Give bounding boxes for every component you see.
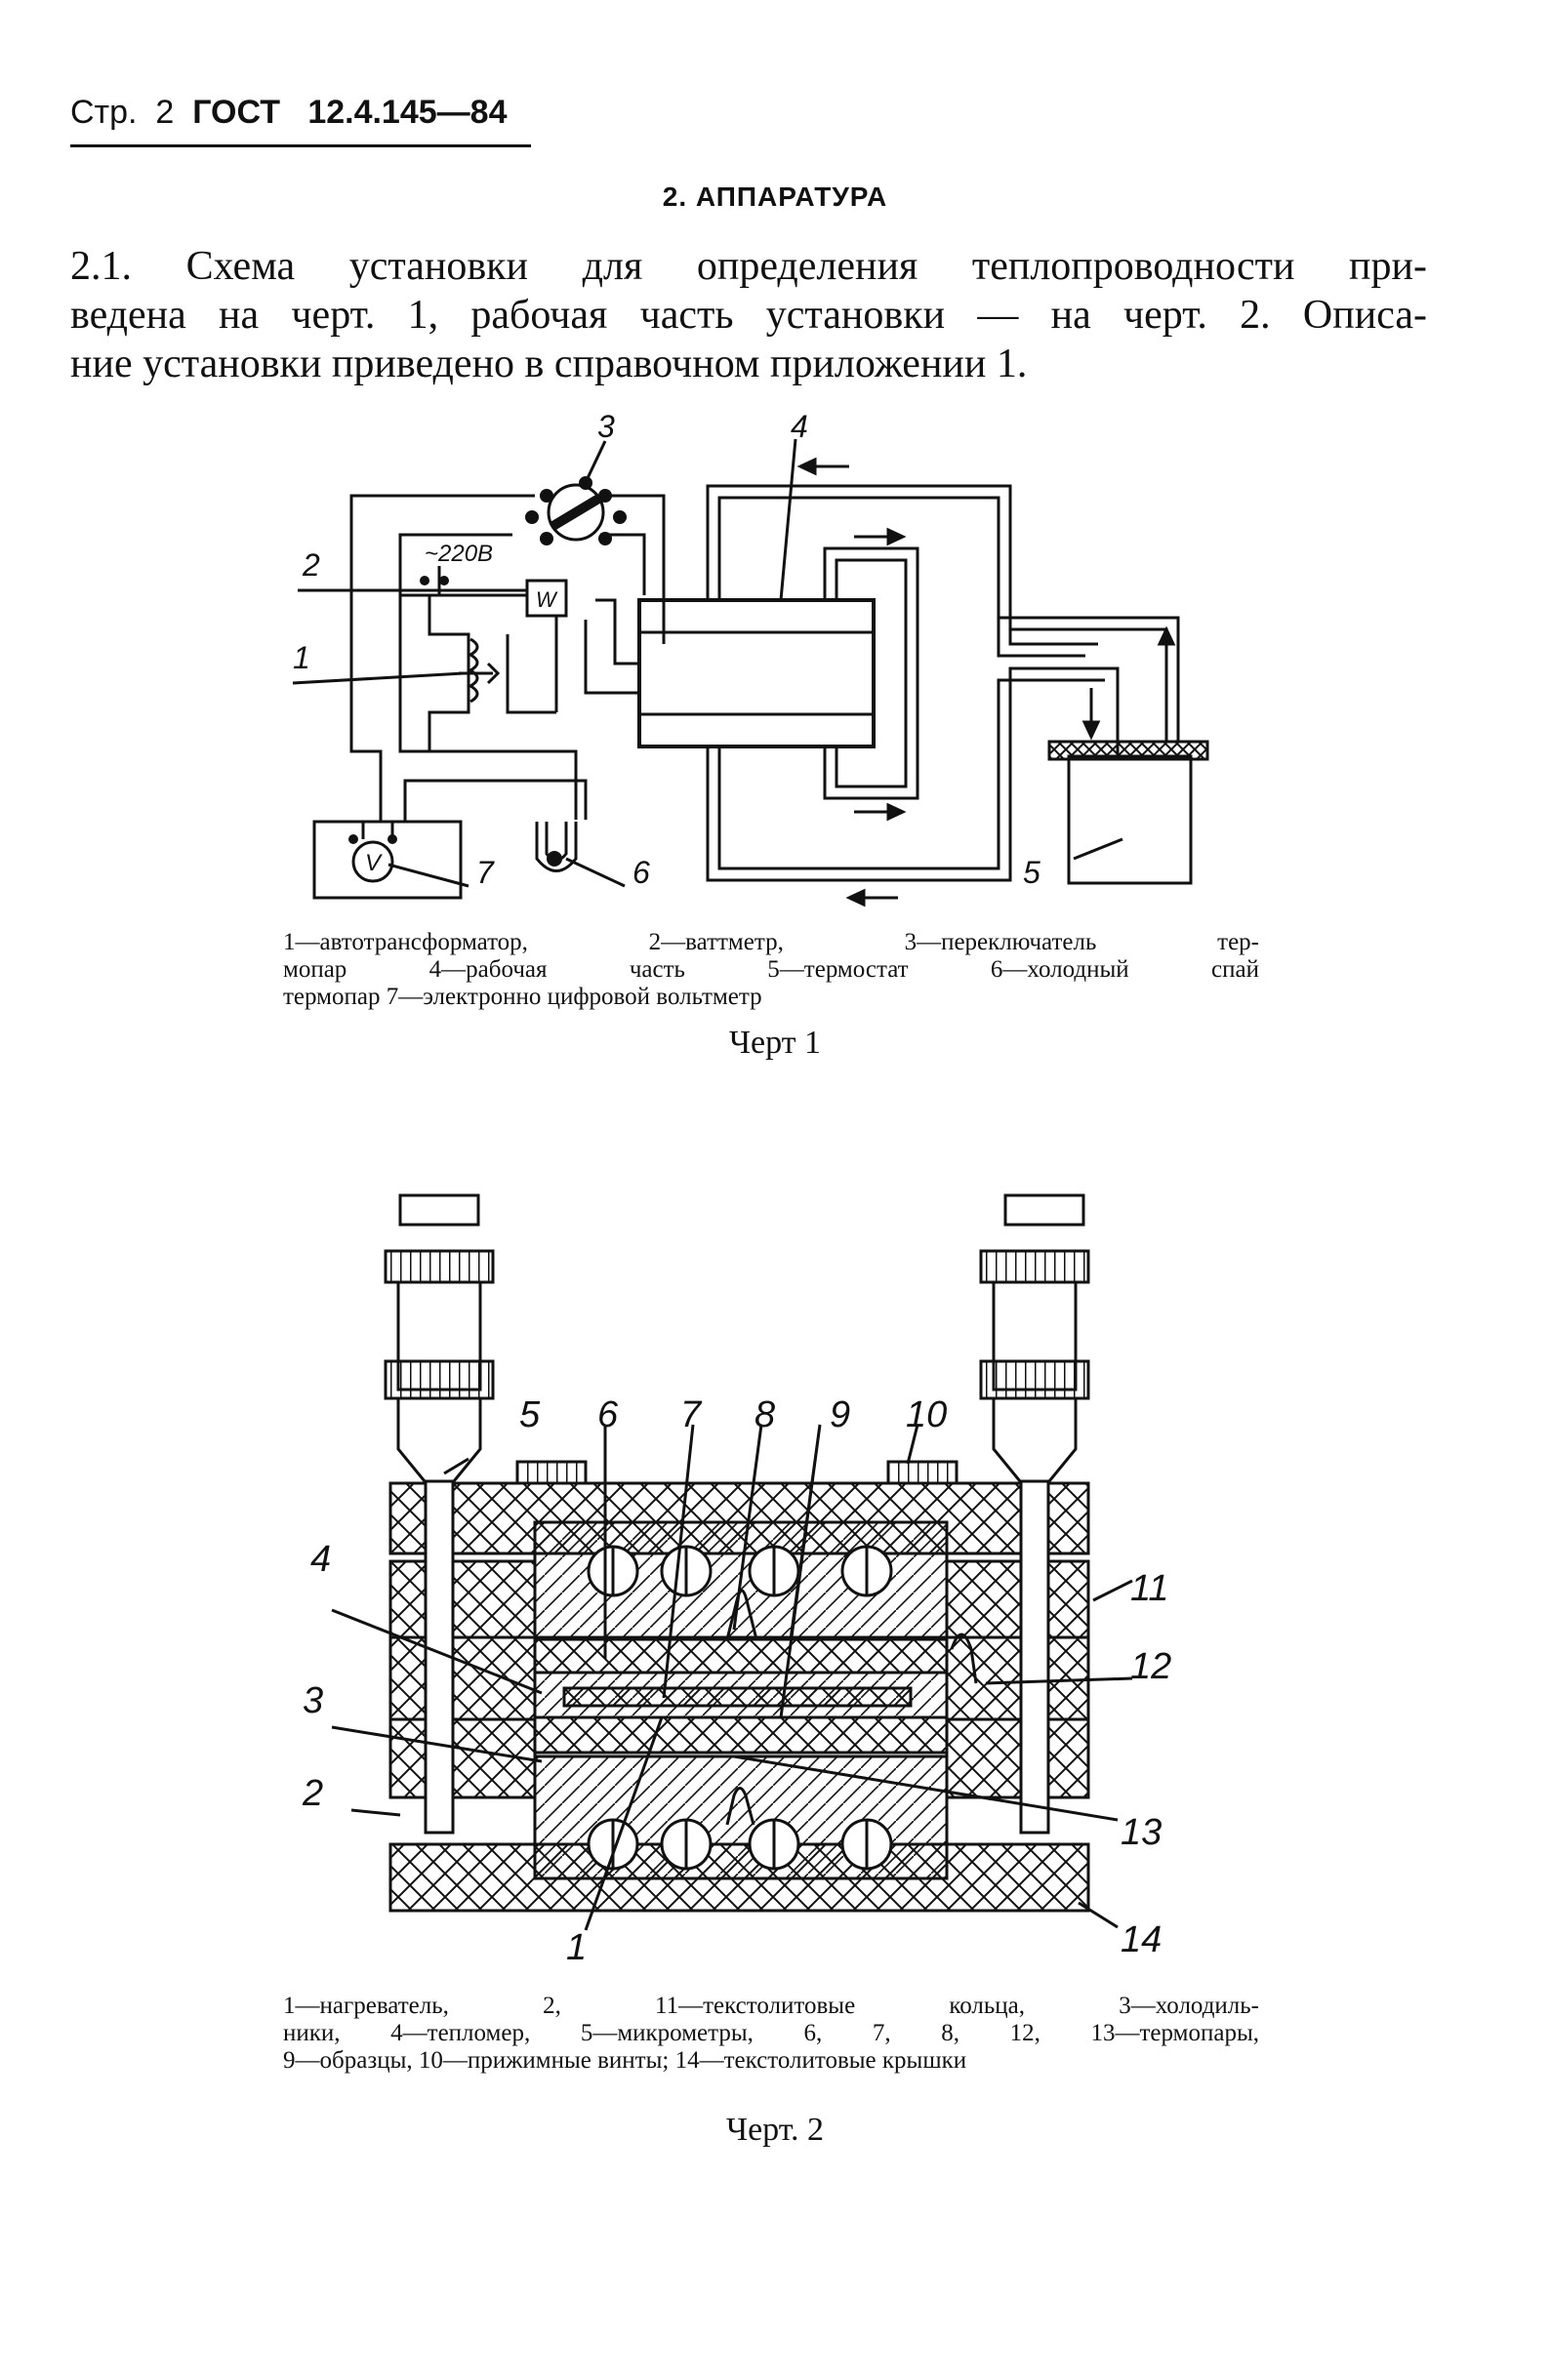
fig2-label-10: 10 [906,1394,947,1435]
fig1-label-4: 4 [791,409,808,444]
fig2-label-12: 12 [1130,1646,1171,1687]
caption-line: термопар 7—электронно цифровой вольтметр [283,984,762,1010]
fig2-label-9: 9 [830,1394,850,1435]
fig2-label-5: 5 [519,1394,541,1435]
fig2-label-2: 2 [302,1773,323,1814]
voltmeter-symbol: V [365,850,383,876]
voltage-label: ~220В [425,541,493,567]
left-micrometer [384,1193,495,1483]
caption-line: 1—автотрансформатор, 2—ваттметр, 3—перек… [283,929,1259,955]
caption-line: ники, 4—тепломер, 5—микрометры, 6, 7, 8,… [283,2020,1259,2046]
page-prefix: Стр. [70,94,138,131]
fig2-label-7: 7 [680,1394,703,1435]
fig2-label-8: 8 [755,1394,775,1435]
paragraph-line: ведена на черт. 1, рабочая часть установ… [70,293,1427,338]
fig1-label-7: 7 [476,855,495,890]
fig2-label-1: 1 [566,1927,587,1968]
fig2-label-13: 13 [1121,1812,1162,1853]
fig2-label-6: 6 [597,1394,619,1435]
paragraph-line: 2.1. Схема установки для определения теп… [70,244,1427,289]
wattmeter-symbol: W [536,587,558,612]
figure-2-cross-section: 5 6 7 8 9 10 4 3 2 11 12 13 14 1 [302,1193,1171,1968]
page-header: Стр. 2 ГОСТ 12.4.145—84 [70,94,531,147]
fig1-label-2: 2 [302,547,320,583]
page-number: 2 [155,94,175,131]
fig2-label-14: 14 [1121,1919,1162,1960]
standard-name: ГОСТ [192,94,280,131]
fig1-label-5: 5 [1023,855,1040,890]
body-paragraph: 2.1. Схема установки для определения теп… [70,242,1427,388]
caption-line: 1—нагреватель, 2, 11—текстолитовые кольц… [283,1993,1259,2019]
fig1-label-3: 3 [597,409,615,444]
fig1-label-1: 1 [293,640,310,675]
figure-1-label: Черт 1 [728,1025,822,1061]
fig1-label-6: 6 [632,855,650,890]
right-micrometer [979,1193,1090,1483]
figure-2-label: Черт. 2 [725,2112,825,2148]
caption-line: мопар 4—рабочая часть 5—термостат 6—холо… [283,956,1259,983]
fig2-label-4: 4 [310,1539,331,1580]
fig2-label-11: 11 [1130,1568,1168,1609]
figure-1-caption: 1—автотрансформатор, 2—ваттметр, 3—перек… [283,929,1259,1011]
standard-number: 12.4.145—84 [307,94,508,131]
fig2-label-3: 3 [303,1680,323,1721]
caption-line: 9—образцы, 10—прижимные винты; 14—тексто… [283,2047,967,2074]
figure-1-schematic: 3 4 ~220В 2 1 W V 7 6 5 [292,409,1209,908]
paragraph-line: ние установки приведено в справочном при… [70,342,1028,386]
section-title: 2. АППАРАТУРА [662,182,888,212]
figure-2-caption: 1—нагреватель, 2, 11—текстолитовые кольц… [283,1993,1259,2075]
